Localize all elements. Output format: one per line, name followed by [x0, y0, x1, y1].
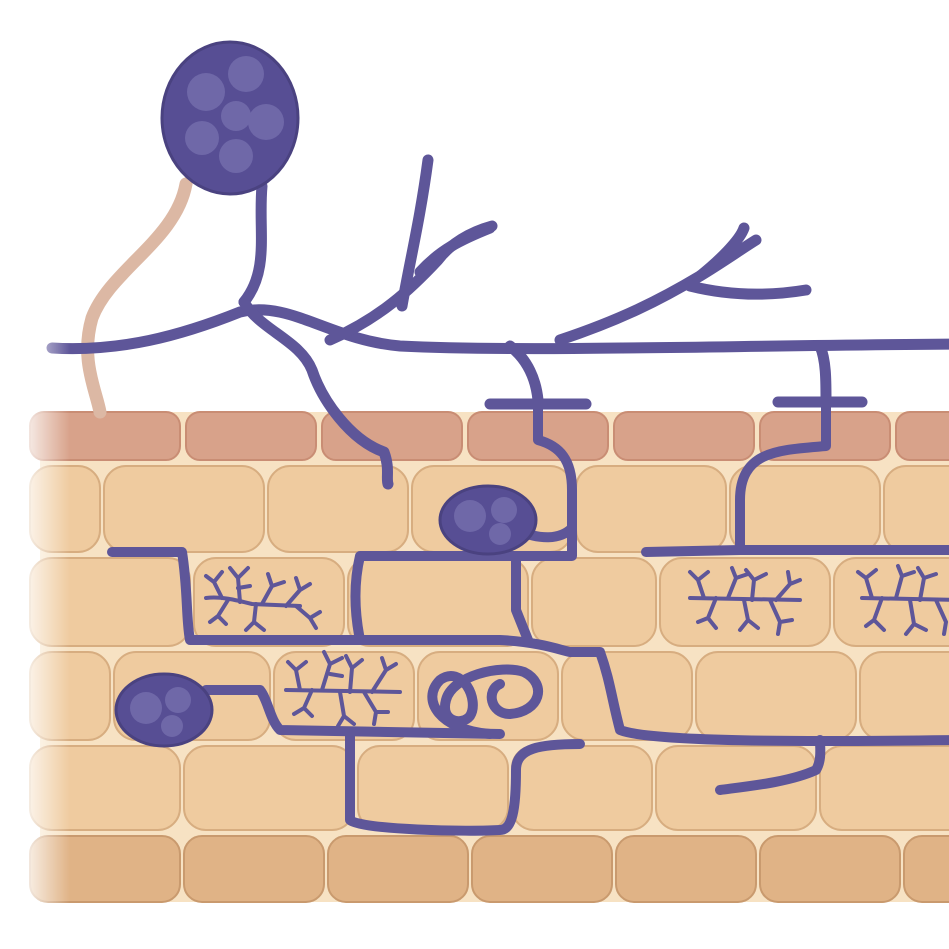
internal-hyphae: [107, 397, 949, 836]
external-hyphae: [46, 154, 949, 490]
arbuscules: [204, 564, 949, 728]
vesicle-lower: [114, 672, 214, 748]
vesicle-upper: [438, 484, 538, 556]
epidermis-layer: [29, 411, 949, 461]
sporangium: [160, 40, 300, 196]
germ-tube: [81, 177, 193, 419]
inner-cell-layer: [29, 835, 949, 903]
